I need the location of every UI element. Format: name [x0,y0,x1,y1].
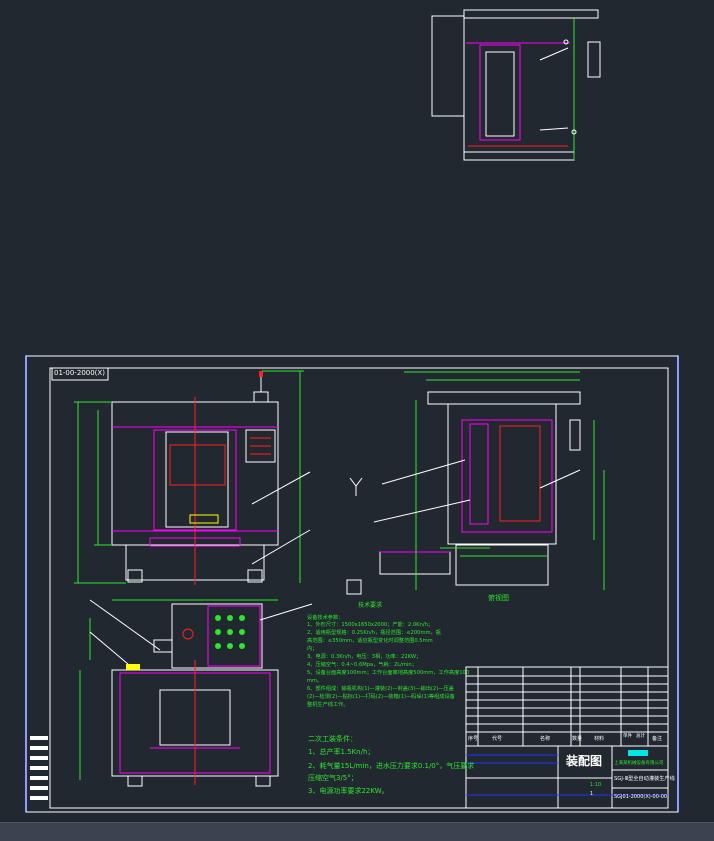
revision-table [30,736,48,800]
notes-line: 4、压缩空气：0.4~0.6Mpa，气耗：2L/min； [307,662,417,668]
sheet-inner-border [49,367,669,809]
notes-line: (2)—检测(2)—贴标(1)—打码(2)—装箱(1)—码垛(1)等组成设备 [307,694,455,700]
secondary-line: 2、耗气量15L/min，进水压力要求0.1/0°，气压要求 [308,762,475,770]
header-remarks: 备注 [652,736,663,742]
sheet-code-box [51,367,109,381]
cad-drawing-canvas[interactable]: 俯视图 [0,0,714,822]
notes-line: 2、适用瓶型规格：0.25Kn/h，瓶径范围：≤200mm，瓶 [307,630,441,636]
product-name: SGJ-Ⅲ型全自动灌装生产线 [614,776,675,782]
header-qty: 数量 [572,736,583,742]
header-code: 代号 [492,736,503,742]
secondary-line: 3、电源功率要求22KW。 [308,787,389,795]
notes-line: 高范围：≤350mm，适应瓶型变化时调整范围0.5mm [307,638,433,644]
header-material: 材料 [594,736,605,742]
side-view-caption: 俯视图 [488,593,509,602]
header-name: 名称 [540,736,551,742]
title-block [465,666,669,809]
sheet-code-label: 01-00-2000(X) [54,369,105,377]
notes-line: 3、电源：0.3Kn/h，电压：3相，功率：22KW； [307,654,422,660]
notes-line: 整机生产线工作。 [307,702,349,708]
scale-value: 1:10 [590,782,602,788]
company-name: 上海某机械设备有限公司 [614,761,664,766]
top-detail-view [431,9,601,161]
notes-line: 6、部件组成：输瓶机构(1)—灌装(2)—封盖(3)—输出(2)—压盖 [307,686,454,692]
drawing-number: SGJ01-2000(X)-00-00 [614,794,668,800]
drawing-title: 装配图 [566,754,603,768]
secondary-heading: 二次工装条件： [308,735,357,743]
front-view [74,370,311,585]
sheet-number: 1 [590,791,594,797]
secondary-line: 压缩空气3/5°； [308,774,358,782]
header-unit: 单件 [623,734,632,739]
notes-line: 5、设备台面高度100mm；工作台面离地高度500mm，工作高度100 [307,670,470,676]
plan-view [79,599,313,787]
side-view [346,371,605,595]
notes-line: 内； [307,646,318,652]
header-index: 序号 [468,736,479,742]
notes-intro: 设备技术参数： [307,615,344,621]
status-bar [0,822,714,841]
notes-heading: 技术要求 [358,602,383,609]
header-total: 总计 [636,734,645,739]
notes-line: mm。 [307,678,323,684]
sheet-outer-border [25,355,679,813]
notes-line: 1、外形尺寸：1500x1650x2000；产能：2.0Kn/h； [307,622,434,628]
secondary-line: 1、总产率1.5Kn/h； [308,748,375,756]
